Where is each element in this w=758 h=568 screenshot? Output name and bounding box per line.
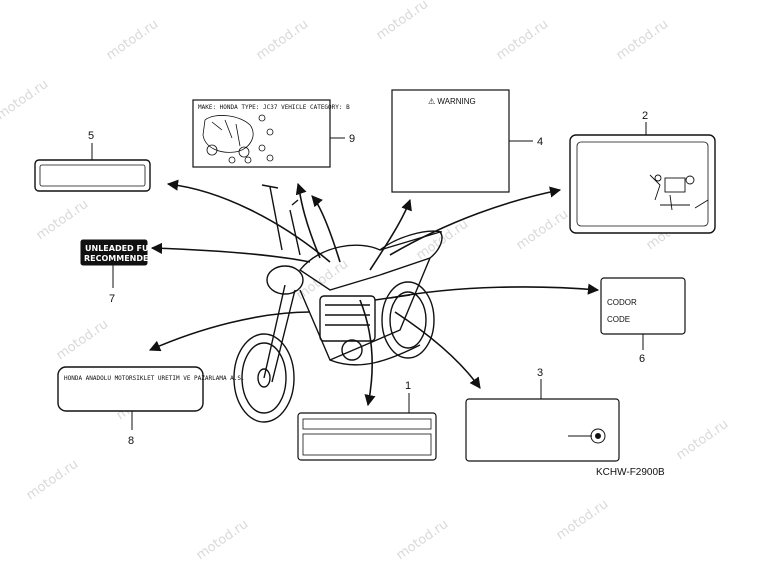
callout-5: 5 [88, 130, 94, 142]
label-7[interactable]: UNLEADED FUEL RECOMMENDED 7 [80, 239, 159, 305]
label-4-text: ⚠ WARNING [428, 97, 476, 106]
watermark: motod.ru [254, 17, 311, 63]
key-icon [568, 428, 606, 444]
label-6-line2: CODE [607, 315, 630, 324]
diagram-code: KCHW-F2900B [596, 467, 665, 478]
callout-2: 2 [642, 110, 648, 122]
callout-7: 7 [109, 293, 115, 305]
watermark: motod.ru [614, 17, 671, 63]
watermark: motod.ru [374, 0, 431, 43]
label-3[interactable]: 3 [465, 367, 620, 462]
label-9-sketch [202, 114, 274, 164]
watermark: motod.ru [0, 77, 51, 123]
watermark: motod.ru [34, 197, 91, 243]
label-9-text: MAKE: HONDA TYPE: JC37 VEHICLE CATEGORY:… [198, 104, 350, 111]
watermark: motod.ru [394, 517, 451, 563]
leader-arrows [148, 179, 600, 407]
callout-4: 4 [537, 136, 543, 148]
callout-6: 6 [639, 353, 645, 365]
watermark: motod.ru [104, 17, 161, 63]
label-6[interactable]: CODOR CODE 6 [600, 277, 686, 365]
label-7-line2: RECOMMENDED [84, 254, 155, 263]
label-6-line1: CODOR [607, 298, 637, 307]
label-4[interactable]: ⚠ WARNING 4 [391, 89, 543, 193]
label-8[interactable]: HONDA ANADOLU MOTORSIKLET URETIM VE PAZA… [57, 366, 245, 447]
callout-8: 8 [128, 435, 134, 447]
watermark: motod.ru [514, 207, 571, 253]
callout-9: 9 [349, 133, 355, 145]
watermark: motod.ru [54, 317, 111, 363]
label-7-line1: UNLEADED FUEL [85, 244, 159, 253]
watermark: motod.ru [494, 17, 551, 63]
label-2-sketch [649, 174, 709, 211]
label-9[interactable]: MAKE: HONDA TYPE: JC37 VEHICLE CATEGORY:… [192, 99, 355, 168]
callout-3: 3 [537, 367, 543, 379]
watermark: motod.ru [194, 517, 251, 563]
callout-1: 1 [405, 380, 411, 392]
watermark: motod.ru [554, 497, 611, 543]
label-8-text: HONDA ANADOLU MOTORSIKLET URETIM VE PAZA… [64, 375, 245, 382]
watermark: motod.ru [24, 457, 81, 503]
label-1[interactable]: 1 [297, 380, 437, 461]
label-5[interactable]: 5 [34, 130, 151, 192]
watermark: motod.ru [674, 417, 731, 463]
label-2[interactable]: 2 [569, 110, 716, 234]
motorcycle-drawing [233, 184, 443, 423]
